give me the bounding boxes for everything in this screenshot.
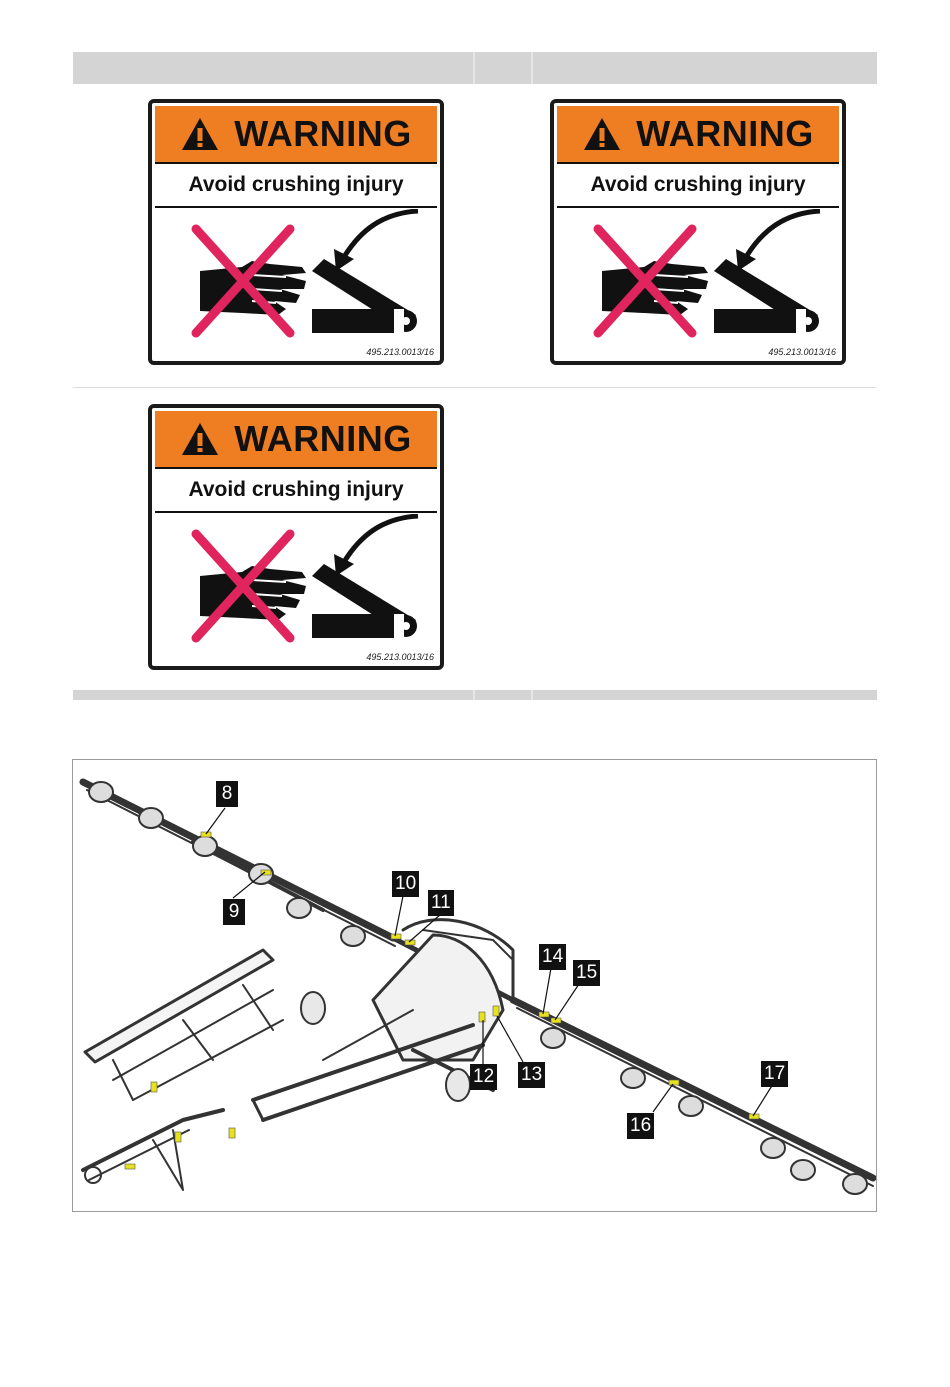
decal-part-number: 495.213.0013/16 — [366, 347, 434, 357]
callout-label: 8 — [216, 781, 238, 807]
warning-header: WARNING — [155, 106, 437, 162]
crush-hazard-pictogram — [182, 209, 422, 349]
pinch-point-icon — [312, 564, 417, 638]
curved-arrow-icon — [334, 516, 418, 576]
callout-label: 15 — [573, 960, 600, 986]
warning-title: WARNING — [234, 418, 412, 460]
warning-title: WARNING — [234, 113, 412, 155]
warning-header: WARNING — [557, 106, 839, 162]
callout-label: 13 — [518, 1062, 545, 1088]
decal-part-number: 495.213.0013/16 — [768, 347, 836, 357]
callout-label: 10 — [392, 871, 419, 897]
pinch-point-icon — [714, 259, 819, 333]
decal-part-number: 495.213.0013/16 — [366, 652, 434, 662]
callout-label: 11 — [428, 890, 454, 916]
warning-message: Avoid crushing injury — [155, 467, 437, 513]
warning-triangle-icon — [180, 421, 220, 457]
warning-triangle-icon — [582, 116, 622, 152]
crush-hazard-pictogram — [182, 514, 422, 654]
sprayer-boom-drawing — [73, 760, 877, 1212]
callout-label: 14 — [539, 944, 566, 970]
crush-hazard-pictogram — [584, 209, 824, 349]
pinch-point-icon — [312, 259, 417, 333]
curved-arrow-icon — [334, 211, 418, 271]
table-footer-bar — [73, 690, 877, 700]
warning-decal: WARNING Avoid crushing injury 495.213.00… — [148, 404, 444, 670]
warning-message: Avoid crushing injury — [557, 162, 839, 208]
callout-label: 9 — [223, 899, 245, 925]
warning-triangle-icon — [180, 116, 220, 152]
warning-header: WARNING — [155, 411, 437, 467]
warning-title: WARNING — [636, 113, 814, 155]
table-header-bar — [73, 52, 877, 84]
warning-message: Avoid crushing injury — [155, 162, 437, 208]
callout-label: 17 — [761, 1061, 788, 1087]
decal-location-figure: 8 9 10 11 12 13 14 15 16 17 — [72, 759, 877, 1212]
warning-decal: WARNING Avoid crushing injury 495.213.00… — [550, 99, 846, 365]
row-divider — [73, 387, 877, 388]
callout-label: 12 — [470, 1064, 497, 1090]
warning-decal: WARNING Avoid crushing injury 495.213.00… — [148, 99, 444, 365]
callout-label: 16 — [627, 1113, 654, 1139]
curved-arrow-icon — [736, 211, 820, 271]
